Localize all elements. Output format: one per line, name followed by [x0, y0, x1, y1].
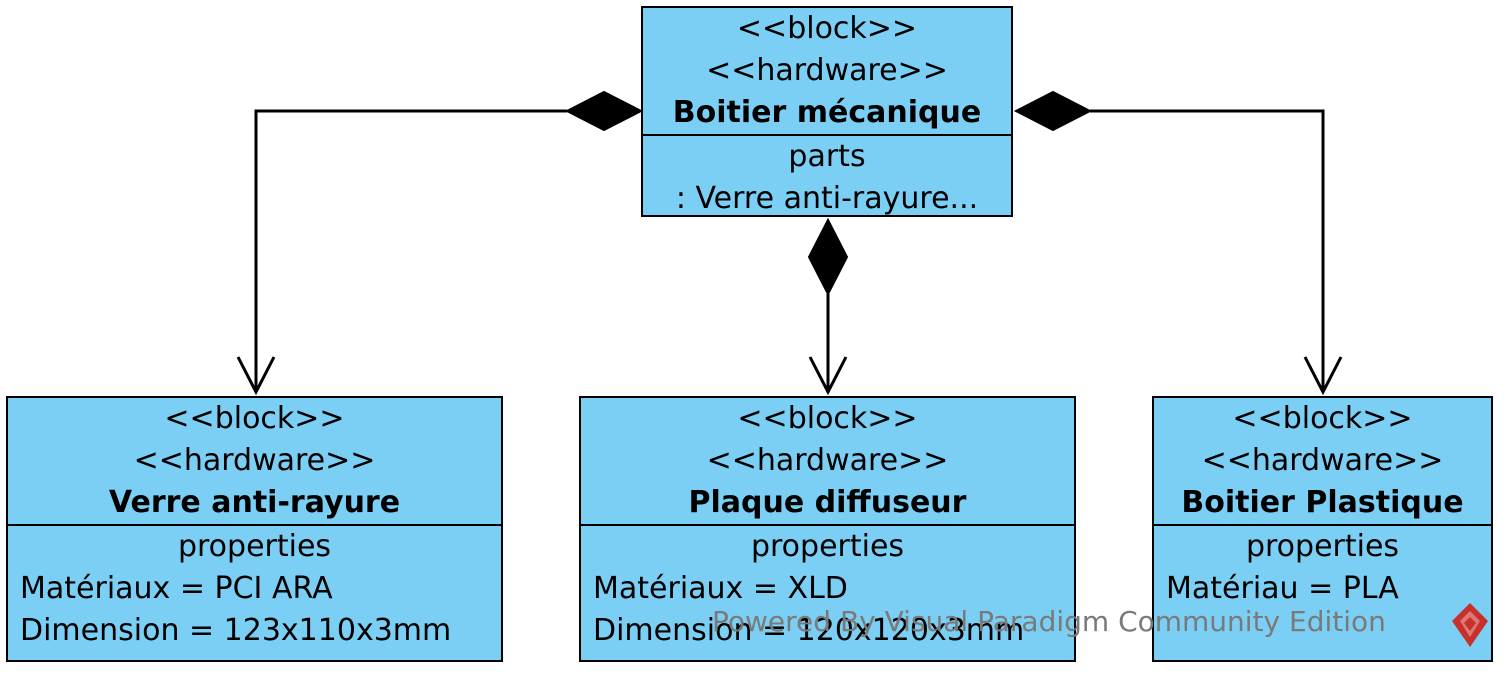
- composition-diamond-left: [564, 90, 644, 132]
- compartment-title-properties: properties: [750, 529, 905, 564]
- property-item: Dimension = 123x110x3mm: [20, 613, 452, 648]
- block-header: <<block>> <<hardware>> Boitier mécanique: [643, 8, 1011, 136]
- block-name: Boitier Plastique: [1181, 485, 1464, 520]
- property-item: Matériaux = XLD: [593, 571, 848, 606]
- block-plaque-diffuseur[interactable]: <<block>> <<hardware>> Plaque diffuseur …: [579, 396, 1076, 662]
- arrowhead-verre: [236, 356, 276, 396]
- stereotype-block: <<block>>: [164, 401, 345, 436]
- block-header: <<block>> <<hardware>> Boitier Plastique: [1154, 398, 1491, 526]
- property-item: Dimension = 120x120x3mm: [593, 613, 1025, 648]
- stereotype-hardware: <<hardware>>: [133, 443, 376, 478]
- block-name: Plaque diffuseur: [688, 485, 967, 520]
- property-item: Matériau = PLA: [1166, 571, 1399, 606]
- block-header: <<block>> <<hardware>> Plaque diffuseur: [581, 398, 1074, 526]
- stereotype-hardware: <<hardware>>: [1201, 443, 1444, 478]
- block-boitier-mecanique[interactable]: <<block>> <<hardware>> Boitier mécanique…: [641, 6, 1013, 217]
- watermark-text: Powered By Visual Paradigm Community Edi…: [712, 605, 1386, 638]
- part-item: : Verre anti-rayure...: [675, 181, 979, 216]
- stereotype-block: <<block>>: [736, 11, 918, 46]
- compartment-title-parts: parts: [788, 139, 866, 174]
- arrowhead-plastique: [1303, 356, 1343, 396]
- block-header: <<block>> <<hardware>> Verre anti-rayure: [8, 398, 501, 526]
- block-boitier-plastique[interactable]: <<block>> <<hardware>> Boitier Plastique…: [1152, 396, 1493, 662]
- compartment-title-properties: properties: [177, 529, 332, 564]
- property-item: Matériaux = PCI ARA: [20, 571, 333, 606]
- stereotype-hardware: <<hardware>>: [706, 443, 949, 478]
- composition-edge-plastique[interactable]: [1090, 109, 1325, 392]
- stereotype-block: <<block>>: [737, 401, 918, 436]
- block-verre-anti-rayure[interactable]: <<block>> <<hardware>> Verre anti-rayure…: [6, 396, 503, 662]
- visual-paradigm-logo-icon: [1452, 603, 1488, 647]
- stereotype-block: <<block>>: [1232, 401, 1413, 436]
- compartment-title-properties: properties: [1245, 529, 1400, 564]
- block-name: Verre anti-rayure: [108, 485, 401, 520]
- composition-diamond-bottom: [807, 217, 849, 297]
- block-name: Boitier mécanique: [672, 95, 982, 130]
- stereotype-hardware: <<hardware>>: [706, 53, 948, 88]
- composition-diamond-right: [1013, 90, 1093, 132]
- arrowhead-plaque: [808, 356, 848, 396]
- composition-edge-verre[interactable]: [254, 109, 567, 392]
